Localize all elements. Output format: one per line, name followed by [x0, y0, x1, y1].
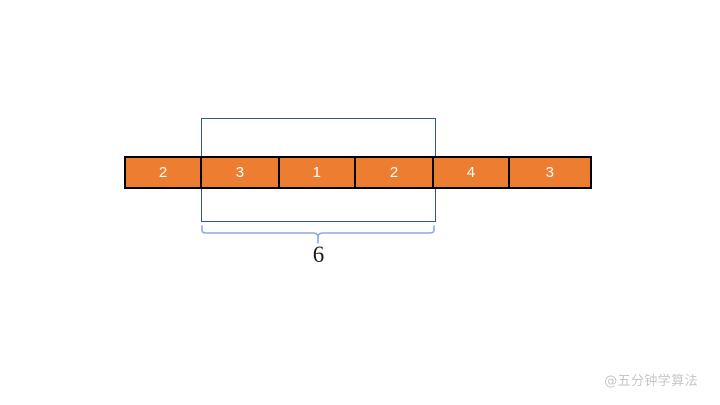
array-cell[interactable]: 2	[126, 158, 203, 187]
array-cell[interactable]: 2	[356, 158, 435, 187]
subarray-sum-label: 6	[312, 242, 325, 267]
array-cell-value: 2	[389, 164, 399, 181]
array-bar: 2 3 1 2 4 3	[124, 156, 592, 189]
array-cell-value: 4	[466, 164, 476, 181]
watermark-label: @五分钟学算法	[604, 374, 698, 389]
array-cell[interactable]: 1	[279, 158, 357, 187]
array-cell[interactable]: 4	[434, 158, 510, 187]
subarray-brace	[199, 224, 439, 246]
array-cell-value: 3	[545, 164, 555, 181]
array-cell[interactable]: 3	[509, 158, 591, 187]
array-cell-value: 3	[235, 164, 245, 181]
array-cell-value: 1	[312, 164, 322, 181]
array-cell-value: 2	[158, 164, 168, 181]
array-cell[interactable]: 3	[202, 158, 280, 187]
